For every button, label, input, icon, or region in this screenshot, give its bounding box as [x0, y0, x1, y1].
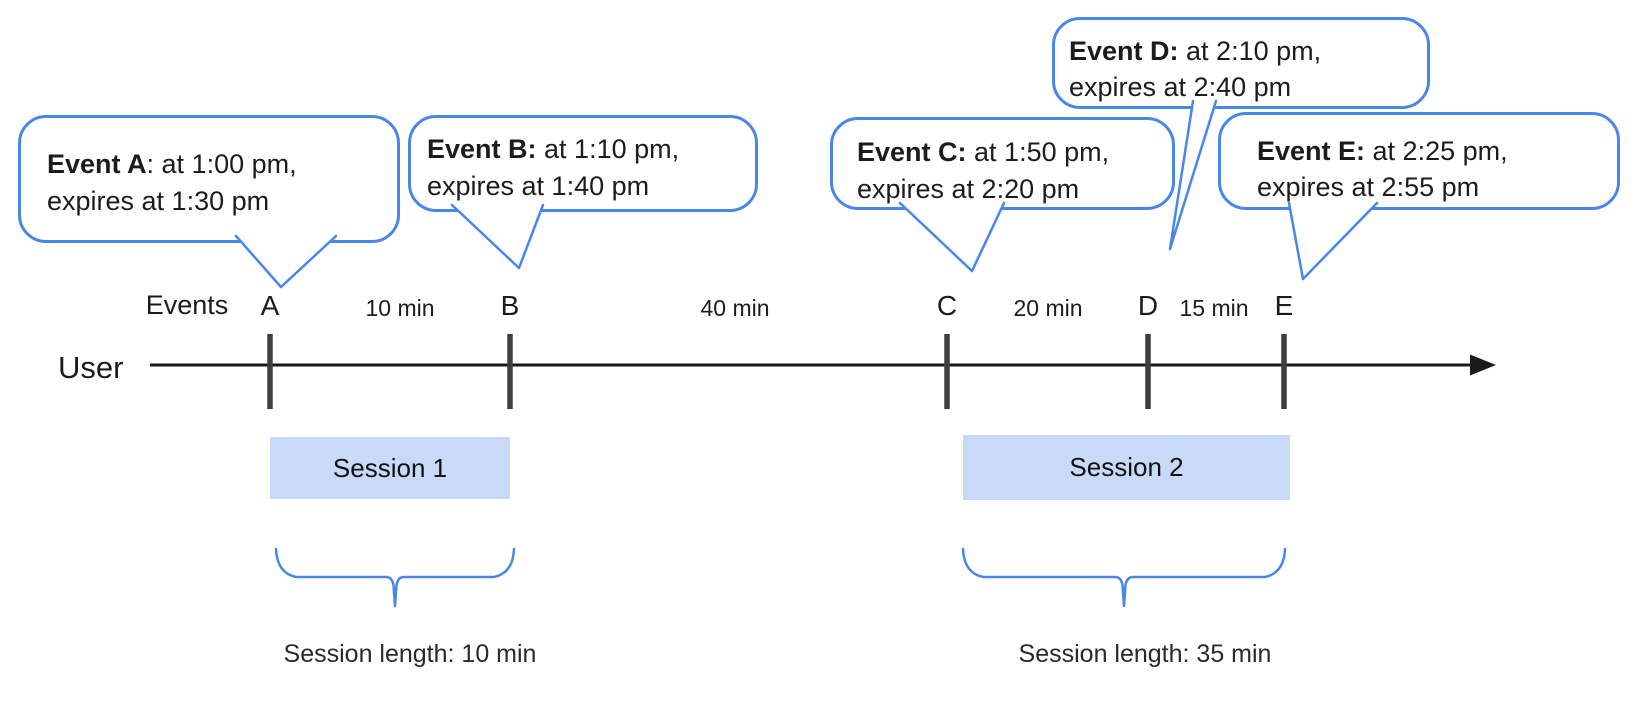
event-c-title: Event C: — [857, 137, 967, 167]
event-a-callout: Event A: at 1:00 pm, expires at 1:30 pm — [18, 115, 400, 243]
session-2-bar: Session 2 — [963, 435, 1290, 500]
event-b-expiry: expires at 1:40 pm — [427, 171, 650, 201]
event-e-title: Event E: — [1257, 136, 1366, 166]
event-a-letter: A — [260, 290, 280, 321]
event-e-letter: E — [1274, 290, 1294, 321]
event-c-expiry: expires at 2:20 pm — [857, 174, 1080, 204]
session-1-bar: Session 1 — [270, 437, 510, 499]
event-c-letter: C — [936, 290, 958, 321]
event-d-time: at 2:10 pm, — [1178, 36, 1322, 66]
event-b-title: Event B: — [427, 134, 537, 164]
events-axis-label: Events — [145, 290, 229, 320]
event-d-expiry: expires at 2:40 pm — [1069, 72, 1292, 102]
event-e-callout-tail — [1287, 201, 1379, 281]
event-d-title: Event D: — [1069, 36, 1179, 66]
session-1-brace — [274, 547, 516, 608]
event-a-callout-tail — [234, 234, 338, 289]
event-c-callout: Event C: at 1:50 pm, expires at 2:20 pm — [830, 117, 1175, 210]
event-e-callout: Event E: at 2:25 pm, expires at 2:55 pm — [1218, 112, 1620, 210]
event-b-callout: Event B: at 1:10 pm, expires at 1:40 pm — [408, 115, 758, 212]
timeline-arrowhead — [1470, 354, 1496, 376]
event-a-expiry: expires at 1:30 pm — [47, 186, 270, 216]
event-d-letter: D — [1137, 290, 1159, 321]
session-1-length-label: Session length: 10 min — [283, 640, 537, 668]
event-e-expiry: expires at 2:55 pm — [1257, 172, 1480, 202]
session-1-label: Session 1 — [332, 452, 448, 483]
event-a-time: : at 1:00 pm, — [146, 149, 297, 179]
event-d-callout: Event D: at 2:10 pm, expires at 2:40 pm — [1052, 17, 1430, 109]
event-b-time: at 1:10 pm, — [536, 134, 680, 164]
event-b-letter: B — [500, 290, 520, 321]
event-a-line1: Event A: at 1:00 pm, — [47, 146, 387, 183]
event-d-line1: Event D: at 2:10 pm, — [1069, 33, 1417, 69]
event-c-line1: Event C: at 1:50 pm, — [857, 134, 1162, 171]
session-2-label: Session 2 — [1069, 452, 1184, 482]
session-2-brace — [961, 547, 1287, 608]
event-b-callout-tail — [450, 203, 545, 270]
event-c-callout-tail — [898, 201, 1006, 273]
interval-b-c: 40 min — [700, 295, 770, 321]
event-e-time: at 2:25 pm, — [1365, 136, 1508, 166]
interval-d-e: 15 min — [1179, 295, 1249, 321]
interval-c-d: 20 min — [1013, 295, 1083, 321]
event-b-line1: Event B: at 1:10 pm, — [427, 131, 745, 168]
event-d-callout-tail — [1168, 99, 1218, 251]
user-axis-label: User — [58, 350, 124, 385]
event-a-title: Event A — [47, 149, 147, 179]
event-c-time: at 1:50 pm, — [966, 137, 1110, 167]
event-e-line1: Event E: at 2:25 pm, — [1257, 133, 1607, 169]
session-2-length-label: Session length: 35 min — [1018, 640, 1272, 668]
interval-a-b: 10 min — [365, 295, 435, 321]
